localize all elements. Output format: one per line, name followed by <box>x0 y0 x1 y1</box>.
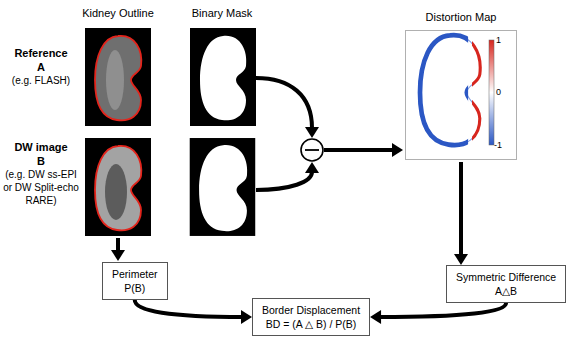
mask-shape <box>199 145 247 231</box>
row-symbol: A <box>0 60 82 74</box>
row-label: Reference <box>0 46 82 60</box>
flow-arrow <box>459 162 463 256</box>
row-note: (e.g. DW ss-EPI or DW Split-echo RARE) <box>0 168 82 207</box>
scale-value: 0 <box>496 87 510 97</box>
flow-arrow <box>116 238 120 251</box>
box-heading: Symmetric Difference <box>456 270 556 284</box>
arrowhead <box>111 250 125 261</box>
box-heading: Distortion Map <box>405 10 517 24</box>
scale-value: 1 <box>496 35 510 45</box>
scale-value: -1 <box>494 140 510 150</box>
map-frame <box>406 31 517 160</box>
row-note: (e.g. FLASH) <box>0 74 82 87</box>
color-bar <box>489 40 494 145</box>
column-header: Kidney Outline <box>58 6 178 20</box>
row-symbol: B <box>0 154 82 168</box>
distortion-map: Distortion Map <box>405 10 517 162</box>
box-formula: BD = (A △ B) / P(B) <box>262 317 360 331</box>
image-ground <box>85 138 151 236</box>
box-heading: Perimeter <box>112 267 158 281</box>
kidney-medulla <box>105 164 127 220</box>
flow-arrow <box>324 148 392 152</box>
image-ground <box>190 28 256 126</box>
arrowhead <box>241 310 252 324</box>
image-ground <box>190 138 256 236</box>
kidney-tissue <box>95 146 141 231</box>
arrowhead <box>370 310 381 324</box>
box-formula: P(B) <box>112 281 158 295</box>
kidney-outline <box>95 146 141 231</box>
negative-displacement <box>420 35 480 145</box>
arrowhead <box>305 162 319 173</box>
row-label: DW image <box>0 140 82 154</box>
subtract-symbol <box>301 139 323 161</box>
flow-arrow <box>256 172 312 190</box>
dw-image <box>85 138 151 236</box>
process-box: PerimeterP(B) <box>102 262 168 300</box>
arrowhead <box>454 254 468 265</box>
reference-mask <box>190 28 256 126</box>
arrowhead <box>392 143 403 157</box>
column-header: Binary Mask <box>162 6 282 20</box>
mask-shape <box>200 36 246 121</box>
positive-displacement <box>472 35 480 145</box>
process-box: Symmetric DifferenceA△B <box>446 265 566 303</box>
result-box: Border DisplacementBD = (A △ B) / P(B) <box>252 298 370 336</box>
kidney-tissue <box>95 36 141 121</box>
box-heading: Border Displacement <box>262 303 360 317</box>
image-ground <box>85 28 151 126</box>
minus-sign <box>305 149 319 151</box>
reference-image <box>85 28 151 126</box>
kidney-outline <box>95 36 141 121</box>
kidney-medulla <box>106 50 124 110</box>
flow-arrow <box>379 303 506 317</box>
dw-mask <box>190 138 256 236</box>
arrowhead <box>305 127 319 138</box>
map-outline <box>420 35 480 145</box>
flow-arrow <box>256 78 312 128</box>
flow-arrow <box>135 300 243 317</box>
box-formula: A△B <box>456 284 556 298</box>
